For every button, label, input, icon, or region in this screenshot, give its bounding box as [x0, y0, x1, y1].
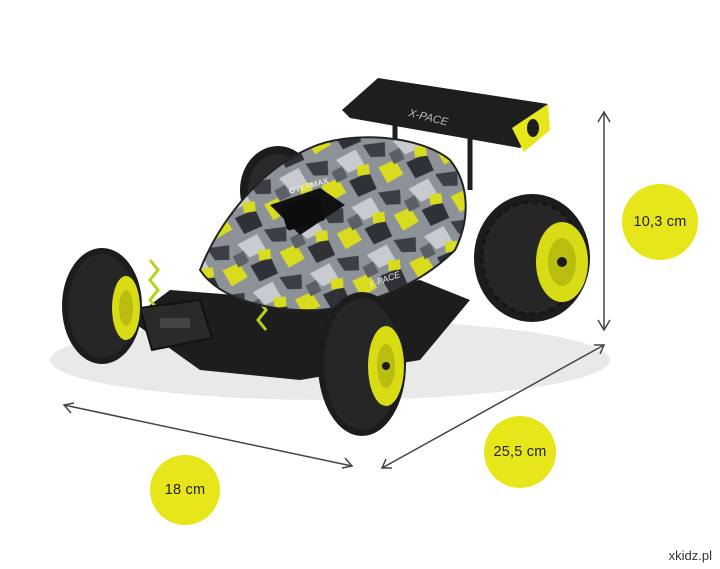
- length-arrow: [380, 344, 606, 469]
- front-left-wheel: [62, 248, 142, 364]
- rear-right-wheel: [474, 194, 590, 322]
- height-arrow: [597, 110, 611, 332]
- width-value: 18 cm: [164, 482, 206, 498]
- width-dimension-badge: 18 cm: [150, 455, 220, 525]
- watermark: xkidz.pl: [668, 548, 712, 563]
- width-arrow: [62, 402, 354, 469]
- length-dimension-badge: 25,5 cm: [484, 416, 556, 488]
- height-value: 10,3 cm: [633, 214, 687, 230]
- body-shell: OVERMAX X-PACE: [198, 136, 467, 312]
- front-right-wheel: [318, 292, 406, 436]
- height-dimension-badge: 10,3 cm: [622, 184, 698, 260]
- front-bumper: [138, 298, 214, 352]
- length-value: 25,5 cm: [493, 444, 547, 460]
